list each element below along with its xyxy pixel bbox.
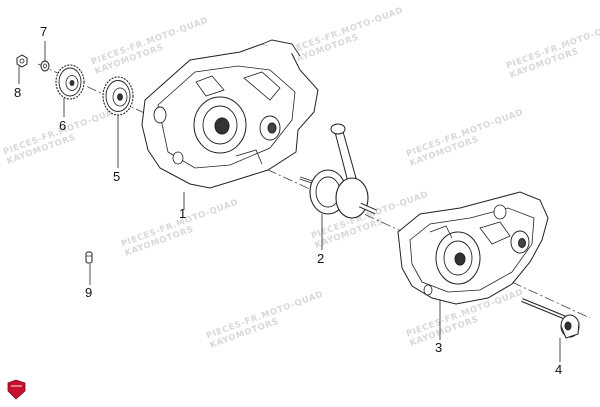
nut xyxy=(16,54,28,68)
callout-4: 4 xyxy=(555,362,563,377)
brand-logo xyxy=(7,379,26,400)
crankcase-right xyxy=(397,191,549,305)
callout-9: 9 xyxy=(85,285,93,300)
dowel-pin xyxy=(85,251,93,264)
callout-5: 5 xyxy=(113,169,121,184)
crankcase-left xyxy=(141,39,319,189)
callout-6: 6 xyxy=(59,118,67,133)
shaft-4 xyxy=(521,298,580,339)
callout-8: 8 xyxy=(14,85,22,100)
gear-small xyxy=(55,64,85,100)
callout-3: 3 xyxy=(435,340,443,355)
callout-2: 2 xyxy=(317,251,325,266)
callout-7: 7 xyxy=(40,24,48,39)
washer xyxy=(40,60,50,72)
callout-1: 1 xyxy=(179,206,187,221)
gear-large xyxy=(102,76,134,116)
crankshaft xyxy=(299,123,378,219)
